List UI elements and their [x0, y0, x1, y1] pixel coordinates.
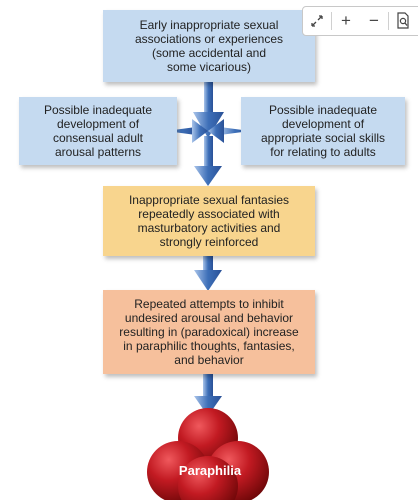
box-line: Possible inadequate: [43, 103, 153, 117]
inhibit-attempts-box: Repeated attempts to inhibit undesired a…: [103, 290, 315, 374]
box-line: Inappropriate sexual fantasies: [128, 193, 290, 207]
box-line: undesired arousal and behavior: [124, 311, 294, 325]
box-line: (some accidental and: [151, 46, 267, 60]
paraphilia-label: Paraphilia: [178, 463, 242, 478]
social-skills-box: Possible inadequate development of appro…: [241, 97, 405, 165]
box-line: some vicarious): [166, 60, 251, 74]
paraphilia-spheres: [147, 408, 269, 500]
toolbar-divider: [388, 12, 389, 30]
toolbar-divider: [331, 12, 332, 30]
box-line: consensual adult: [52, 131, 144, 145]
arousal-patterns-box: Possible inadequate development of conse…: [19, 97, 177, 165]
box-line: masturbatory activities and: [137, 221, 281, 235]
box-line: development of: [281, 117, 365, 131]
box-line: Early inappropriate sexual: [139, 18, 279, 32]
arrow-left-to-center: [166, 119, 208, 143]
early-experiences-box: Early inappropriate sexual associations …: [103, 10, 315, 82]
arrow-lower-to-outcome: [194, 374, 222, 416]
box-line: resulting in (paradoxical) increase: [119, 325, 299, 339]
fantasies-box: Inappropriate sexual fantasies repeatedl…: [103, 186, 315, 256]
box-line: development of: [56, 117, 140, 131]
box-line: appropriate social skills: [260, 131, 386, 145]
arrow-middle-to-lower: [194, 256, 222, 291]
box-line: Repeated attempts to inhibit: [134, 297, 284, 311]
box-line: arousal patterns: [54, 145, 142, 159]
box-line: in paraphilic thoughts, fantasies,: [123, 339, 295, 353]
document-search-icon[interactable]: [389, 7, 417, 35]
box-line: repeatedly associated with: [138, 207, 280, 221]
zoom-in-icon[interactable]: +: [341, 11, 351, 30]
box-line: and behavior: [174, 353, 244, 367]
box-line: Possible inadequate: [268, 103, 378, 117]
box-line: for relating to adults: [270, 145, 376, 159]
expand-icon[interactable]: [303, 7, 331, 35]
arrow-right-to-center: [208, 119, 250, 143]
arrow-top-to-middle: [193, 82, 224, 138]
box-line: associations or experiences: [134, 32, 284, 46]
arrow-center-down: [194, 136, 222, 186]
zoom-out-icon[interactable]: −: [369, 11, 379, 30]
box-line: strongly reinforced: [159, 235, 259, 249]
image-toolbar: + −: [302, 6, 418, 36]
